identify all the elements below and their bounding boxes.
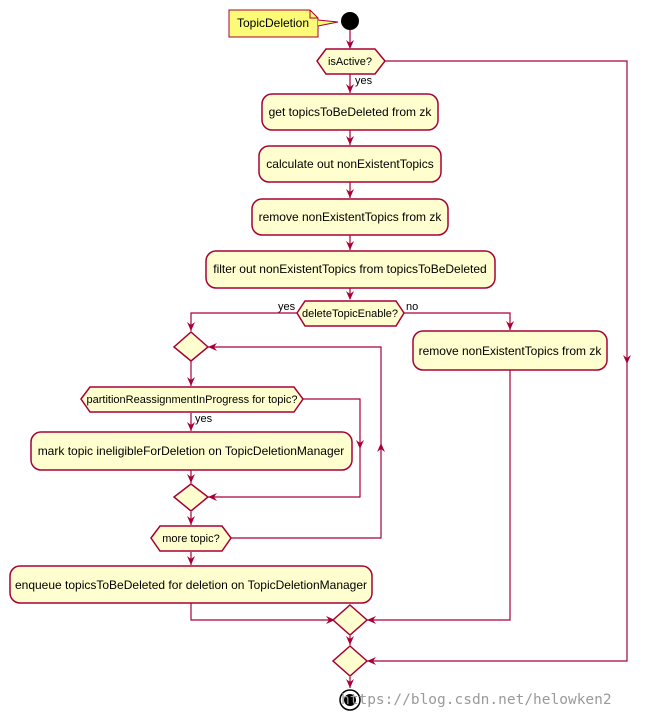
loop-start-diamond [172,330,210,362]
more-topic-label: more topic? [162,533,219,545]
arrowhead [346,189,354,198]
title-note: TopicDeletion [228,9,339,38]
activity-remove-zk-label: remove nonExistentTopics from zk [259,210,443,224]
is-active-yes-label: yes [355,75,373,87]
delete-enable-no-label: no [406,301,418,313]
is-active-label: isActive? [328,56,372,68]
arrowhead [367,616,376,624]
start-node [341,12,359,30]
partition-check-label: partitionReassignmentInProgress for topi… [87,394,298,406]
activity-enqueue: enqueue topicsToBeDeleted for deletion o… [9,565,373,604]
arrowhead [187,474,195,483]
merge-diamond [172,483,210,512]
partition-check-decision: partitionReassignmentInProgress for topi… [80,386,304,413]
arrowhead [346,679,354,688]
activity-get-topics-label: get topicsToBeDeleted from zk [269,105,433,119]
arrowhead [367,657,376,665]
activity-remove-zk-2-label: remove nonExistentTopics from zk [419,344,603,358]
arrowhead [623,355,631,364]
arrowhead [187,322,195,331]
delete-enable-label: deleteTopicEnable? [302,308,398,320]
arrowhead [187,516,195,525]
merge-diamond-2 [331,603,369,637]
arrowhead [208,343,217,351]
arrowhead [356,440,364,449]
arrowhead [346,241,354,250]
arrowhead [346,136,354,145]
activity-filter: filter out nonExistentTopics from topics… [205,250,496,289]
is-active-decision: isActive? [316,48,386,75]
delete-enable-yes-label: yes [278,301,296,313]
delete-enable-decision: deleteTopicEnable? [296,300,405,327]
arrowhead [326,616,335,624]
activity-get-topics: get topicsToBeDeleted from zk [261,93,439,131]
partition-yes-label: yes [195,413,213,425]
title-note-label: TopicDeletion [237,16,309,30]
activity-mark-ineligible-label: mark topic ineligibleForDeletion on Topi… [38,444,345,458]
activity-filter-label: filter out nonExistentTopics from topics… [213,262,486,276]
arrowheads [187,40,631,688]
arrowhead [187,422,195,431]
arrowhead [346,40,354,49]
arrowhead [377,443,385,452]
watermark: https://blog.csdn.net/helowken2 [341,692,612,708]
activity-remove-zk: remove nonExistentTopics from zk [251,198,449,236]
activity-remove-zk-2: remove nonExistentTopics from zk [412,330,608,371]
arrowhead [187,377,195,386]
arrowhead [208,493,217,501]
activity-mark-ineligible: mark topic ineligibleForDeletion on Topi… [30,431,353,471]
activity-calculate: calculate out nonExistentTopics [258,145,442,183]
stop-node [339,689,361,711]
arrowhead [346,84,354,93]
more-topic-decision: more topic? [150,525,232,552]
arrowhead [187,556,195,565]
activity-enqueue-label: enqueue topicsToBeDeleted for deletion o… [15,578,367,592]
activity-calculate-label: calculate out nonExistentTopics [266,157,433,171]
arrowhead [506,321,514,330]
arrowhead [346,291,354,300]
arrowhead [346,636,354,645]
merge-diamond-3 [331,644,369,678]
